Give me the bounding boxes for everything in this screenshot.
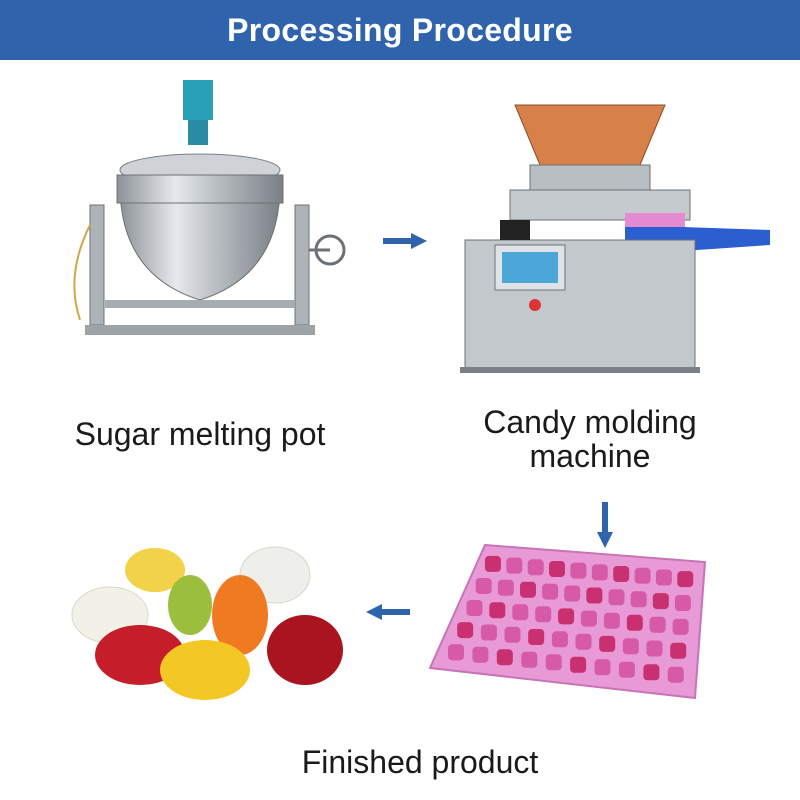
mold-cavity	[652, 593, 669, 610]
mold-cavity	[622, 638, 639, 655]
mold-cavity	[527, 559, 544, 576]
mold-cavity	[521, 651, 538, 668]
step-label-finished-product: Finished product	[301, 744, 539, 780]
mold-cavity	[549, 561, 565, 577]
mold-cavity	[489, 602, 506, 619]
mold-cavity	[570, 656, 587, 673]
mold-cavity	[674, 595, 691, 611]
mold-cavity	[542, 583, 559, 600]
mold-cavity	[457, 622, 474, 639]
mold-cavity	[670, 642, 687, 659]
mold-cavity	[643, 664, 660, 681]
mold-cavity	[646, 640, 663, 657]
mold-cavity	[480, 624, 497, 641]
mold-cavity	[591, 564, 608, 581]
sugar-melting-pot-image	[73, 80, 346, 335]
mold-cavity	[634, 567, 651, 584]
arrow-right-icon	[383, 233, 427, 249]
arrow-down-icon	[597, 502, 613, 548]
mold-cavity	[472, 646, 489, 663]
mold-cavity	[599, 635, 616, 652]
mold-cavity	[512, 604, 529, 621]
mold-cavity	[506, 557, 523, 574]
mold-cavity	[528, 629, 545, 645]
mold-cavity	[570, 562, 587, 579]
mold-cavity	[551, 631, 568, 648]
mold-cavity	[504, 626, 521, 643]
gummy-mold-tray-image	[428, 543, 707, 700]
page-title: Processing Procedure	[227, 11, 573, 48]
mold-cavity	[586, 587, 603, 604]
mold-cavity	[672, 618, 689, 635]
mold-cavity	[575, 633, 592, 650]
mold-cavity	[497, 579, 514, 596]
mold-cavity	[655, 569, 672, 586]
mold-cavity	[613, 566, 630, 582]
mold-cavity	[484, 555, 501, 572]
mold-cavity	[677, 571, 694, 588]
mold-cavity	[618, 661, 635, 678]
mold-cavity	[580, 610, 597, 627]
gummy-bears-image	[71, 546, 343, 700]
mold-cavity	[535, 606, 552, 623]
mold-cavity	[466, 600, 483, 616]
mold-cavity	[545, 654, 562, 671]
header-bar: Processing Procedure	[0, 0, 800, 60]
candy-molding-machine-image	[460, 104, 770, 373]
mold-cavity	[558, 608, 575, 625]
mold-cavity	[603, 612, 620, 629]
mold-cavity	[594, 659, 611, 676]
mold-cavity	[520, 581, 536, 598]
mold-cavity	[626, 614, 643, 631]
mold-cavity	[649, 616, 666, 633]
step-label-sugar-melting-pot: Sugar melting pot	[74, 416, 326, 452]
mold-cavity	[667, 666, 684, 683]
mold-cavity	[608, 589, 625, 606]
arrow-left-icon	[366, 604, 410, 620]
mold-cavity	[496, 649, 513, 666]
step-label-candy-molding-machine: Candy molding machine	[483, 404, 697, 474]
mold-cavity	[630, 591, 647, 608]
mold-cavity	[564, 585, 581, 602]
mold-cavity	[475, 578, 492, 594]
mold-cavity	[448, 644, 464, 661]
